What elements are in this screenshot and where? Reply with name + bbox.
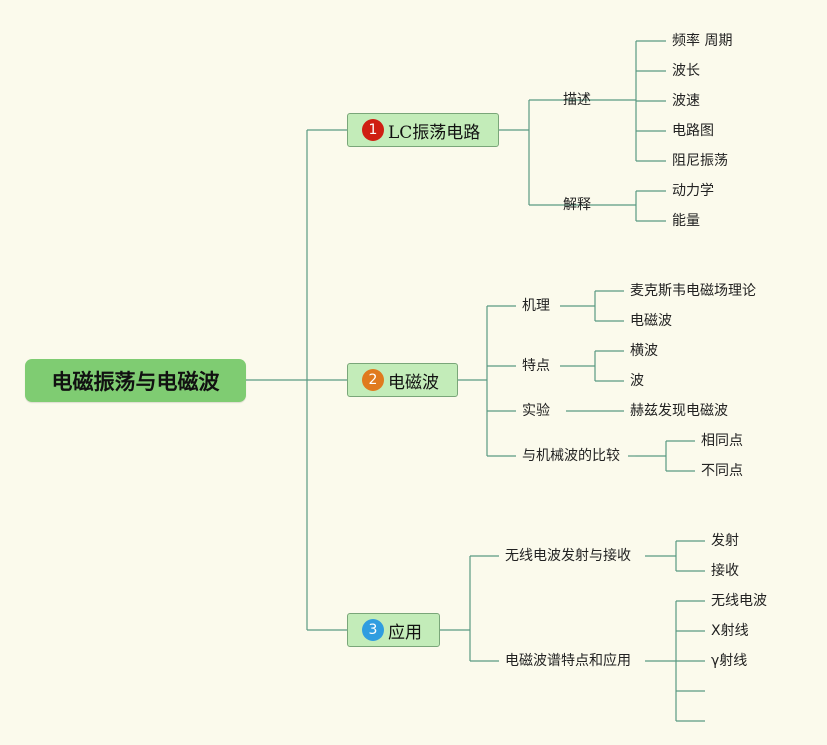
leaf-energy[interactable]: 能量 <box>672 213 700 229</box>
branch-label: 电磁波 <box>388 372 439 393</box>
leaf-damped-oscillation[interactable]: 阻尼振荡 <box>672 153 728 169</box>
branch-lc-circuit[interactable]: 1 LC振荡电路 <box>347 113 499 147</box>
subtopic-features[interactable]: 特点 <box>522 358 550 374</box>
leaf-dynamics[interactable]: 动力学 <box>672 183 714 199</box>
subtopic-em-spectrum[interactable]: 电磁波谱特点和应用 <box>505 653 631 669</box>
number-2-badge-icon: 2 <box>362 369 384 391</box>
subtopic-explain[interactable]: 解释 <box>563 197 591 213</box>
leaf-hertz-discovery[interactable]: 赫兹发现电磁波 <box>630 403 728 419</box>
leaf-x-ray[interactable]: X射线 <box>711 623 749 639</box>
branch-label: LC振荡电路 <box>388 122 481 143</box>
leaf-frequency-period[interactable]: 频率 周期 <box>672 33 733 49</box>
leaf-transmit[interactable]: 发射 <box>711 533 739 549</box>
leaf-wave[interactable]: 波 <box>630 373 644 389</box>
leaf-transverse-wave[interactable]: 横波 <box>630 343 658 359</box>
leaf-circuit-diagram[interactable]: 电路图 <box>672 123 714 139</box>
branch-electromagnetic-wave[interactable]: 2 电磁波 <box>347 363 458 397</box>
subtopic-comparison[interactable]: 与机械波的比较 <box>522 448 620 464</box>
subtopic-experiment[interactable]: 实验 <box>522 403 550 419</box>
leaf-receive[interactable]: 接收 <box>711 563 739 579</box>
number-3-badge-icon: 3 <box>362 619 384 641</box>
branch-label: 应用 <box>388 622 422 643</box>
leaf-similarities[interactable]: 相同点 <box>701 433 743 449</box>
subtopic-transmit-receive[interactable]: 无线电波发射与接收 <box>505 548 631 564</box>
number-1-badge-icon: 1 <box>362 119 384 141</box>
leaf-differences[interactable]: 不同点 <box>701 463 743 479</box>
subtopic-mechanism[interactable]: 机理 <box>522 298 550 314</box>
leaf-wave-speed[interactable]: 波速 <box>672 93 700 109</box>
subtopic-describe[interactable]: 描述 <box>563 92 591 108</box>
leaf-em-wave[interactable]: 电磁波 <box>630 313 672 329</box>
branch-application[interactable]: 3 应用 <box>347 613 440 647</box>
leaf-radio-wave[interactable]: 无线电波 <box>711 593 767 609</box>
leaf-wavelength[interactable]: 波长 <box>672 63 700 79</box>
root-topic-label: 电磁振荡与电磁波 <box>51 369 220 394</box>
leaf-maxwell-theory[interactable]: 麦克斯韦电磁场理论 <box>630 283 756 299</box>
leaf-gamma-ray[interactable]: γ射线 <box>711 653 748 669</box>
root-topic[interactable]: 电磁振荡与电磁波 <box>25 359 246 402</box>
